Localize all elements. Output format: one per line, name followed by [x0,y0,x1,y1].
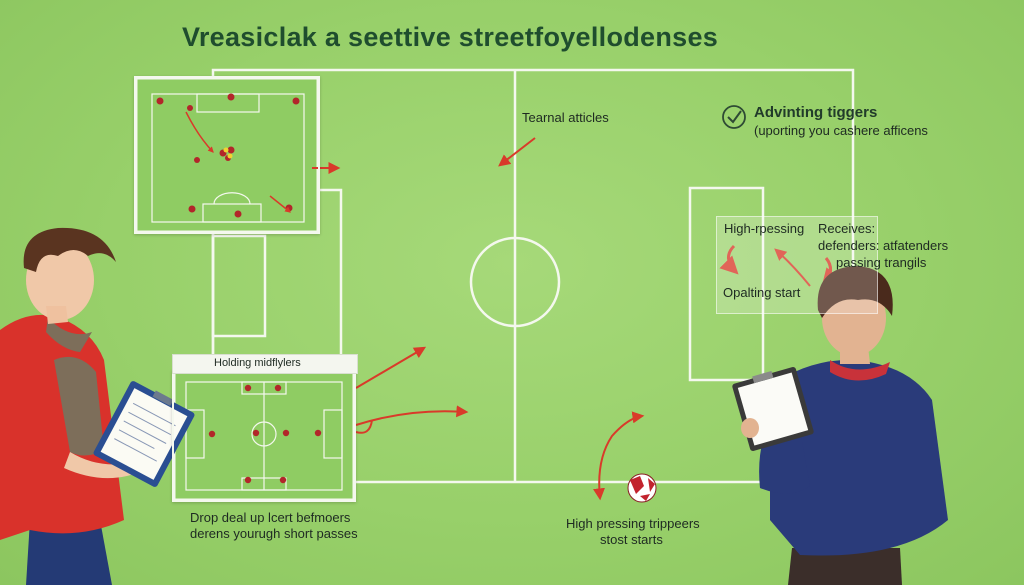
triggers-heading: Advinting tiggers [754,104,878,121]
arrow [593,411,645,501]
receives-label: Receives: [818,221,876,236]
arrow [355,419,373,434]
right-penalty-box [688,186,765,382]
check-circle-icon [722,105,746,129]
mini-player [156,97,164,105]
receives-defenders-label: defenders: atfatenders [818,238,949,253]
clipboard-icon [93,381,195,487]
mini-player [244,384,252,392]
mini-player [282,429,290,437]
page-title: Vreasiclak a seettive streetfoyellodense… [182,22,719,52]
high-pressing-label: High-rpessing [724,221,805,236]
left-goal-box [211,234,267,338]
coach-left [0,227,140,585]
mini-player [244,476,252,484]
soccer-ball-icon [627,473,657,503]
opalting-label: Opalting start [723,285,801,300]
mini-player [274,384,282,392]
mini-player [188,205,196,213]
mini-pitch-top-frame [134,76,320,234]
arrow [774,248,811,287]
receives-passing-label: passing trangils [836,255,927,270]
arrow [355,405,469,426]
holding-label: Holding midflylers [214,357,301,369]
mini-player [208,430,216,438]
mini-player [292,97,300,105]
drop-label-line2: derens yourugh short passes [190,526,358,541]
mini-player [252,429,260,437]
arrow [355,346,427,389]
high-pressing-bottom-line1: High pressing trippeers [566,516,700,531]
center-circle [469,236,561,328]
triggers-subtitle: (uporting you cashere afficens [754,123,928,138]
mini-player [194,157,200,163]
internal-label: Tearnal atticles [522,110,609,125]
mini-player [187,105,193,111]
coach-hand [741,418,759,438]
holding-label-strip [172,354,358,374]
arrow [498,137,536,167]
coach-right [759,266,948,585]
mini-pitch-top [134,76,320,234]
drop-label-line1: Drop deal up lcert befmoers [190,510,351,525]
pressing-callout [716,216,878,314]
mini-player [279,476,287,484]
mini-player [314,429,322,437]
mini-player [227,93,235,101]
mini-player [234,210,242,218]
arrow [719,244,739,275]
mini-player [227,146,235,154]
high-pressing-bottom-line2: stost starts [600,532,663,547]
mini-pitch-bottom-frame [172,370,356,502]
